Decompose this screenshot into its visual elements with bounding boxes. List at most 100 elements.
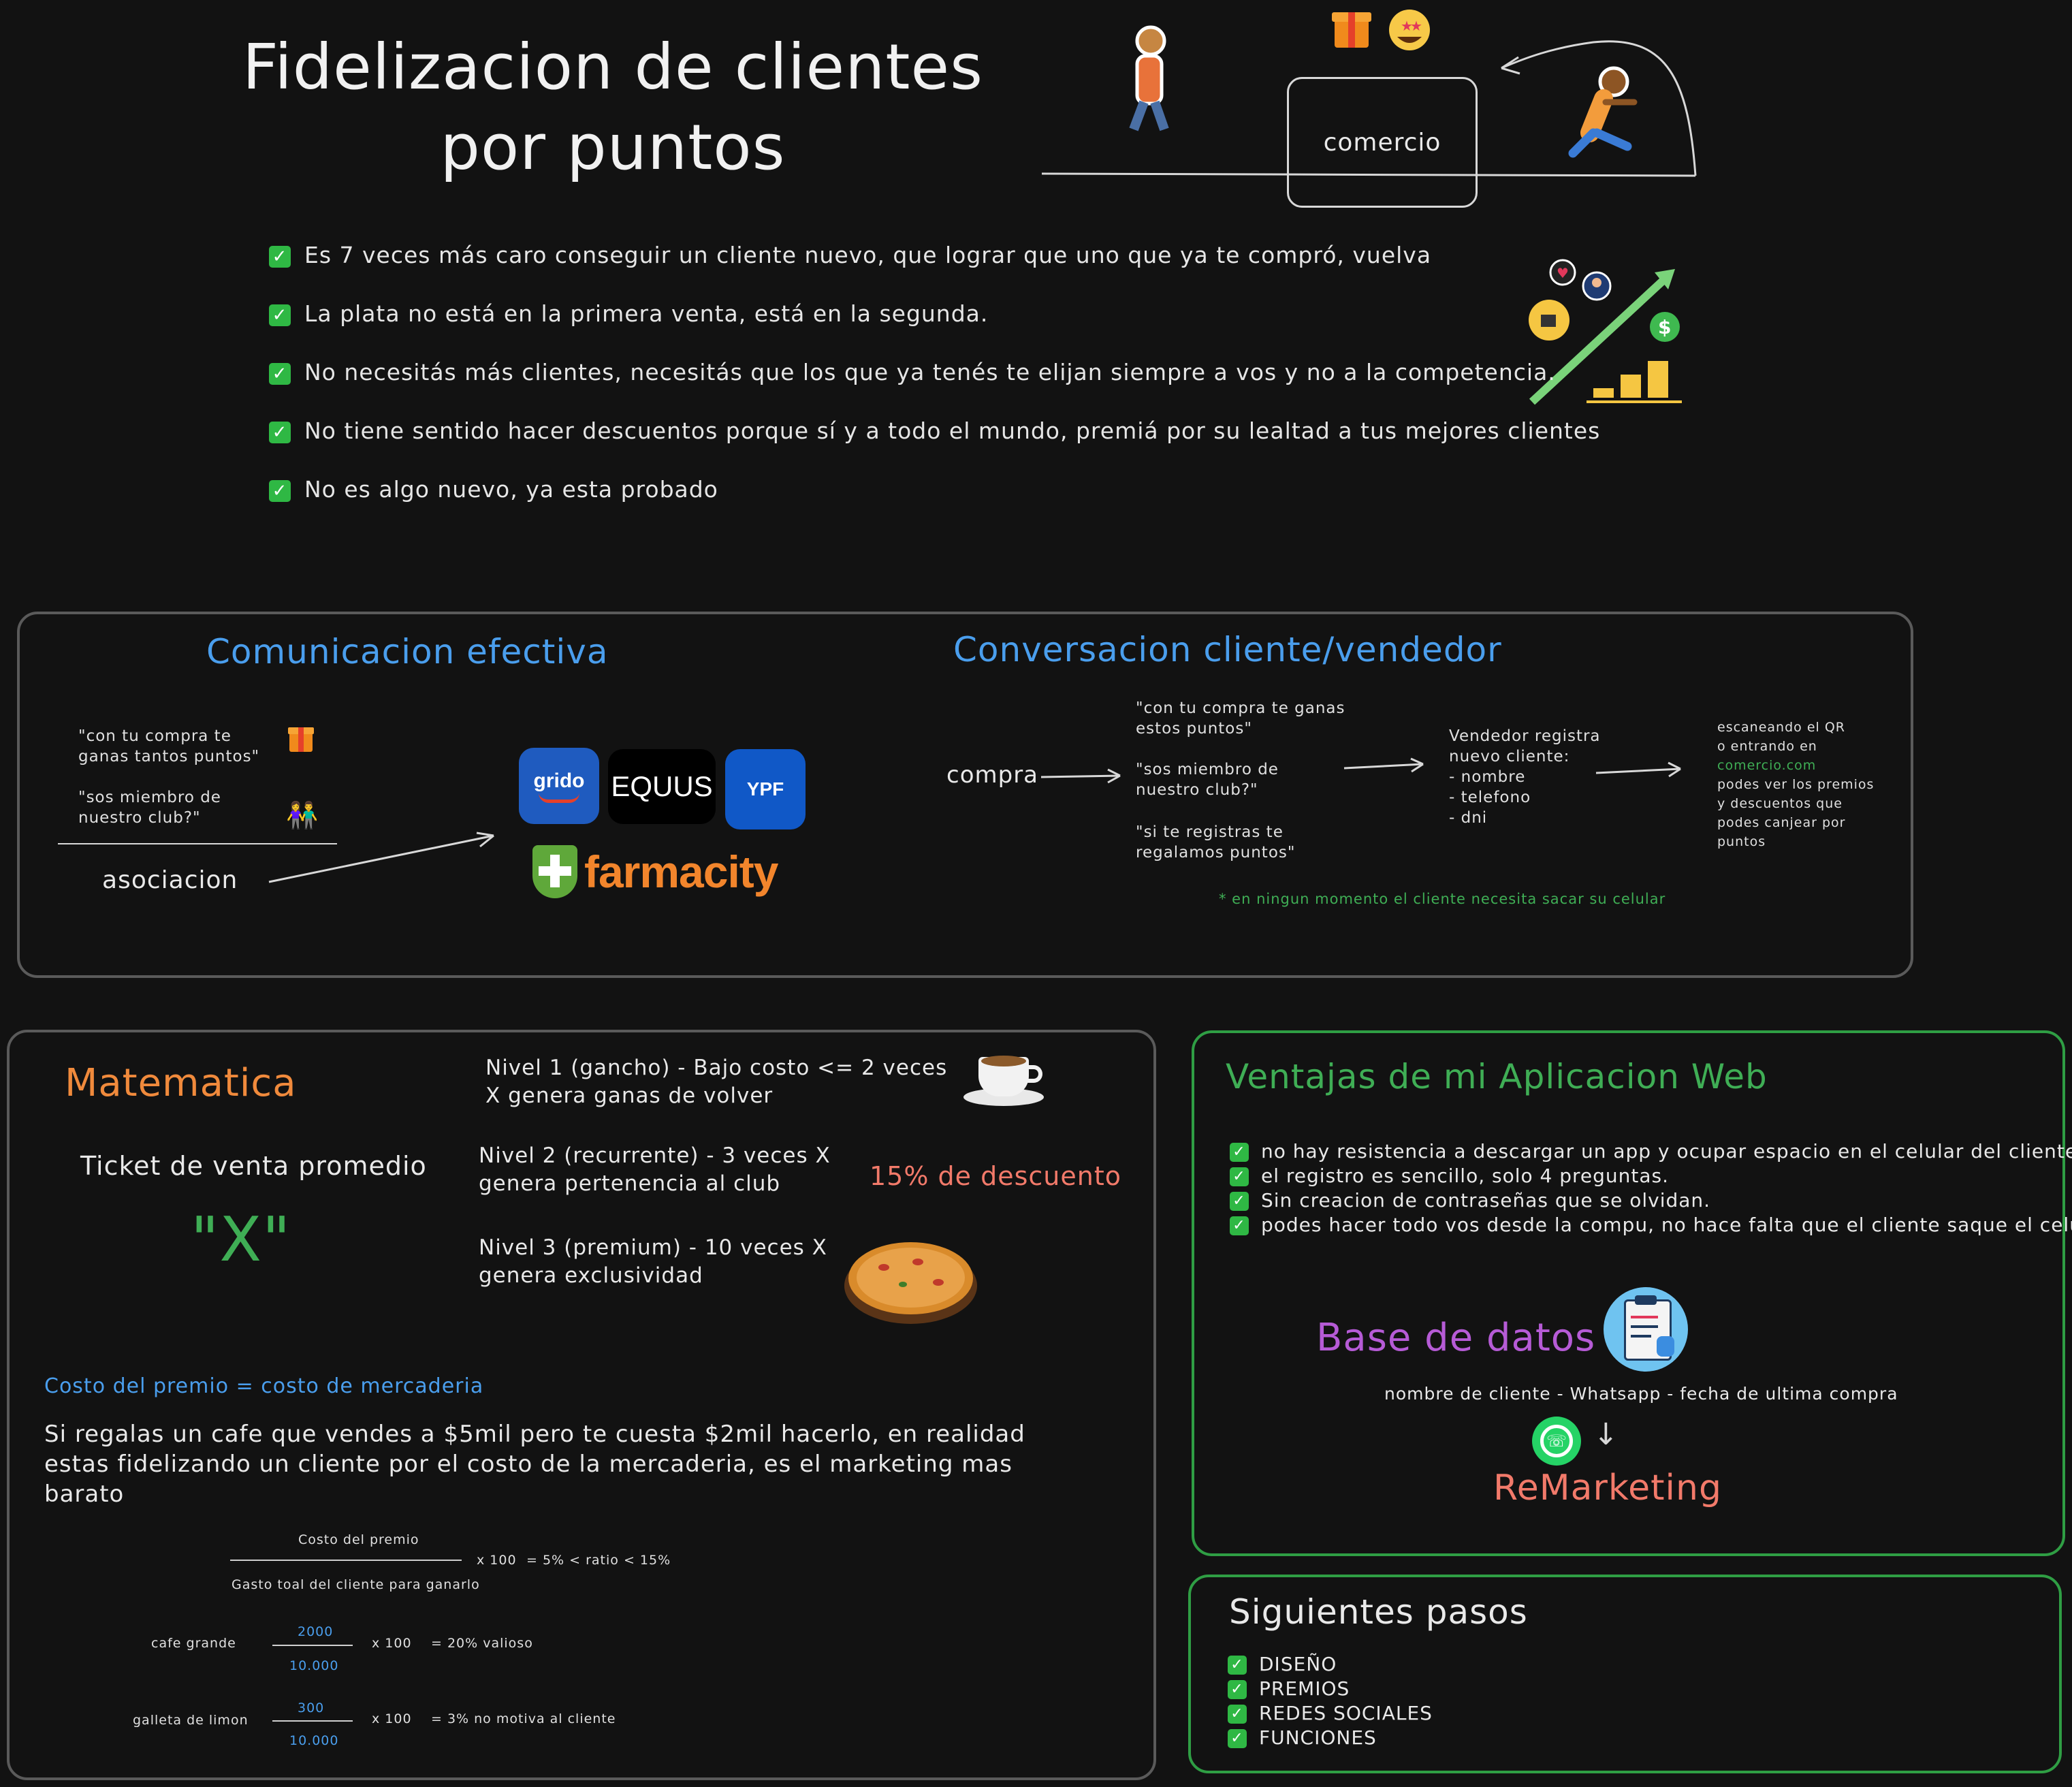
svg-text:$: $ (1658, 316, 1671, 338)
gift-icon (1332, 12, 1371, 48)
ventaja-item: ✓el registro es sencillo, solo 4 pregunt… (1230, 1164, 2060, 1188)
page-title-line1: Fidelizacion de clientes (242, 31, 984, 104)
comunicacion-title: Comunicacion efectiva (206, 632, 609, 671)
svg-text:★: ★ (1410, 18, 1422, 34)
matematica-title: Matematica (65, 1061, 297, 1105)
example-numerator: 300 (298, 1701, 325, 1715)
example-result: = 3% no motiva al cliente (431, 1711, 616, 1726)
nivel2-text: Nivel 2 (recurrente) - 3 veces X genera … (479, 1143, 831, 1196)
compra-label: compra (946, 761, 1039, 789)
example-multiplier: x 100 (372, 1636, 412, 1651)
starstruck-emoji-icon: ★ ★ (1389, 10, 1430, 50)
checkmark-icon: ✓ (269, 479, 291, 502)
communication-section (17, 612, 1913, 978)
formula-multiplier: x 100 (477, 1553, 517, 1568)
formula-result: = 5% < ratio < 15% (526, 1553, 671, 1568)
conversacion-note: * en ningun momento el cliente necesita … (1219, 891, 1666, 907)
separator-line (58, 843, 337, 844)
conversacion-title: Conversacion cliente/vendedor (953, 630, 1502, 669)
equus-logo: EQUUS (608, 749, 716, 824)
costo-paragraph: Si regalas un cafe que vendes a $5mil pe… (44, 1421, 1025, 1508)
checkmark-icon: ✓ (1230, 1216, 1249, 1235)
arrow-icon (268, 832, 494, 883)
svg-text:♥: ♥ (1557, 265, 1569, 281)
benefit-item: ✓No es algo nuevo, ya esta probado (269, 476, 718, 503)
ventaja-item: ✓no hay resistencia a descargar un app y… (1230, 1139, 2072, 1164)
formula-denominator: Gasto toal del cliente para ganarlo (232, 1577, 480, 1592)
database-title: Base de datos (1316, 1316, 1596, 1360)
qr-line2: o entrando en (1717, 739, 1817, 754)
store-label: comercio (1323, 128, 1441, 157)
costo-title: Costo del premio = costo de mercaderia (44, 1374, 484, 1398)
gift-icon (288, 725, 314, 753)
ticket-value: "X" (191, 1204, 291, 1276)
page-title-line2: por puntos (440, 111, 786, 184)
comunicacion-quote-club: "sos miembro de nuestro club?" (78, 789, 221, 827)
couple-icon: 👫 (286, 800, 319, 830)
arrow-down-icon: ↓ (1593, 1417, 1619, 1452)
fraction-line (272, 1720, 353, 1722)
benefit-item: ✓La plata no está en la primera venta, e… (269, 300, 988, 327)
descuento-label: 15% de descuento (870, 1161, 1122, 1191)
vendedor-block: Vendedor registra nuevo cliente: - nombr… (1449, 726, 1626, 828)
example-denominator: 10.000 (289, 1658, 339, 1673)
running-person-icon (1568, 66, 1638, 158)
example-result: = 20% valioso (431, 1636, 533, 1651)
checkmark-icon: ✓ (269, 421, 291, 443)
nivel1-text: Nivel 1 (gancho) - Bajo costo <= 2 veces… (485, 1056, 948, 1108)
arrow-icon (1595, 761, 1681, 778)
walking-person-icon (1129, 25, 1169, 131)
ventaja-item: ✓Sin creacion de contraseñas que se olvi… (1230, 1188, 2060, 1213)
ventajas-section (1192, 1030, 2065, 1556)
growth-chart-icon: ♥ $ (1529, 259, 1682, 405)
grido-logo: grido (519, 748, 599, 824)
arrow-icon (1343, 757, 1424, 773)
example-multiplier: x 100 (372, 1711, 412, 1726)
matematica-section (7, 1030, 1156, 1780)
ticket-label: Ticket de venta promedio (80, 1151, 427, 1181)
conversacion-quote-register: "si te registras te regalamos puntos" (1136, 823, 1296, 861)
remarketing-label: ReMarketing (1493, 1468, 1722, 1508)
checkmark-icon: ✓ (1228, 1729, 1247, 1748)
page-title: Fidelizacion de clientes por puntos (204, 27, 1021, 188)
farmacity-cross-icon (532, 845, 577, 898)
qr-link[interactable]: comercio.com (1717, 758, 1817, 773)
paso-item: ✓FUNCIONES (1228, 1726, 1433, 1750)
paso-item: ✓PREMIOS (1228, 1677, 1433, 1701)
checkmark-icon: ✓ (1228, 1705, 1247, 1724)
vendedor-item: - telefono (1449, 789, 1531, 806)
qr-rest: podes ver los premios y descuentos que p… (1717, 777, 1875, 849)
ventaja-item: ✓podes hacer todo vos desde la compu, no… (1230, 1213, 2072, 1237)
checkmark-icon: ✓ (269, 304, 291, 326)
example-label: cafe grande (151, 1636, 236, 1651)
pizza-icon (844, 1238, 977, 1328)
database-clipboard-icon (1604, 1287, 1688, 1372)
fraction-line (230, 1560, 462, 1561)
comunicacion-quote-points: "con tu compra te ganas tantos puntos" (78, 727, 260, 765)
qr-block: escaneando el QR o entrando en comercio.… (1717, 718, 1884, 851)
checkmark-icon: ✓ (1230, 1192, 1249, 1211)
ventajas-list: ✓no hay resistencia a descargar un app y… (1230, 1139, 2072, 1237)
benefit-item: ✓No necesitás más clientes, necesitás qu… (269, 359, 1556, 385)
benefit-item: ✓Es 7 veces más caro conseguir un client… (269, 242, 1431, 268)
conversacion-quote-club: "sos miembro de nuestro club?" (1136, 761, 1279, 799)
vendedor-item: - nombre (1449, 768, 1526, 786)
ventajas-title: Ventajas de mi Aplicacion Web (1226, 1057, 1768, 1096)
nivel3-text: Nivel 3 (premium) - 10 veces X genera ex… (479, 1235, 827, 1288)
example-denominator: 10.000 (289, 1733, 339, 1748)
qr-line1: escaneando el QR (1717, 720, 1845, 735)
paso-item: ✓REDES SOCIALES (1228, 1701, 1433, 1726)
pasos-section (1188, 1575, 2062, 1773)
arrow-icon (1040, 768, 1121, 784)
store-box: comercio (1287, 77, 1478, 208)
checkmark-icon: ✓ (1228, 1680, 1247, 1699)
vendedor-item: - dni (1449, 809, 1488, 827)
pasos-list: ✓DISEÑO ✓PREMIOS ✓REDES SOCIALES ✓FUNCIO… (1228, 1652, 1433, 1750)
vendedor-title: Vendedor registra nuevo cliente: (1449, 727, 1601, 765)
pasos-title: Siguientes pasos (1229, 1592, 1528, 1632)
checkmark-icon: ✓ (269, 245, 291, 268)
benefit-item: ✓No tiene sentido hacer descuentos porqu… (269, 417, 1600, 444)
database-fields: nombre de cliente - Whatsapp - fecha de … (1384, 1384, 1898, 1404)
conversacion-quote-points: "con tu compra te ganas estos puntos" (1136, 699, 1345, 738)
example-numerator: 2000 (298, 1624, 334, 1639)
